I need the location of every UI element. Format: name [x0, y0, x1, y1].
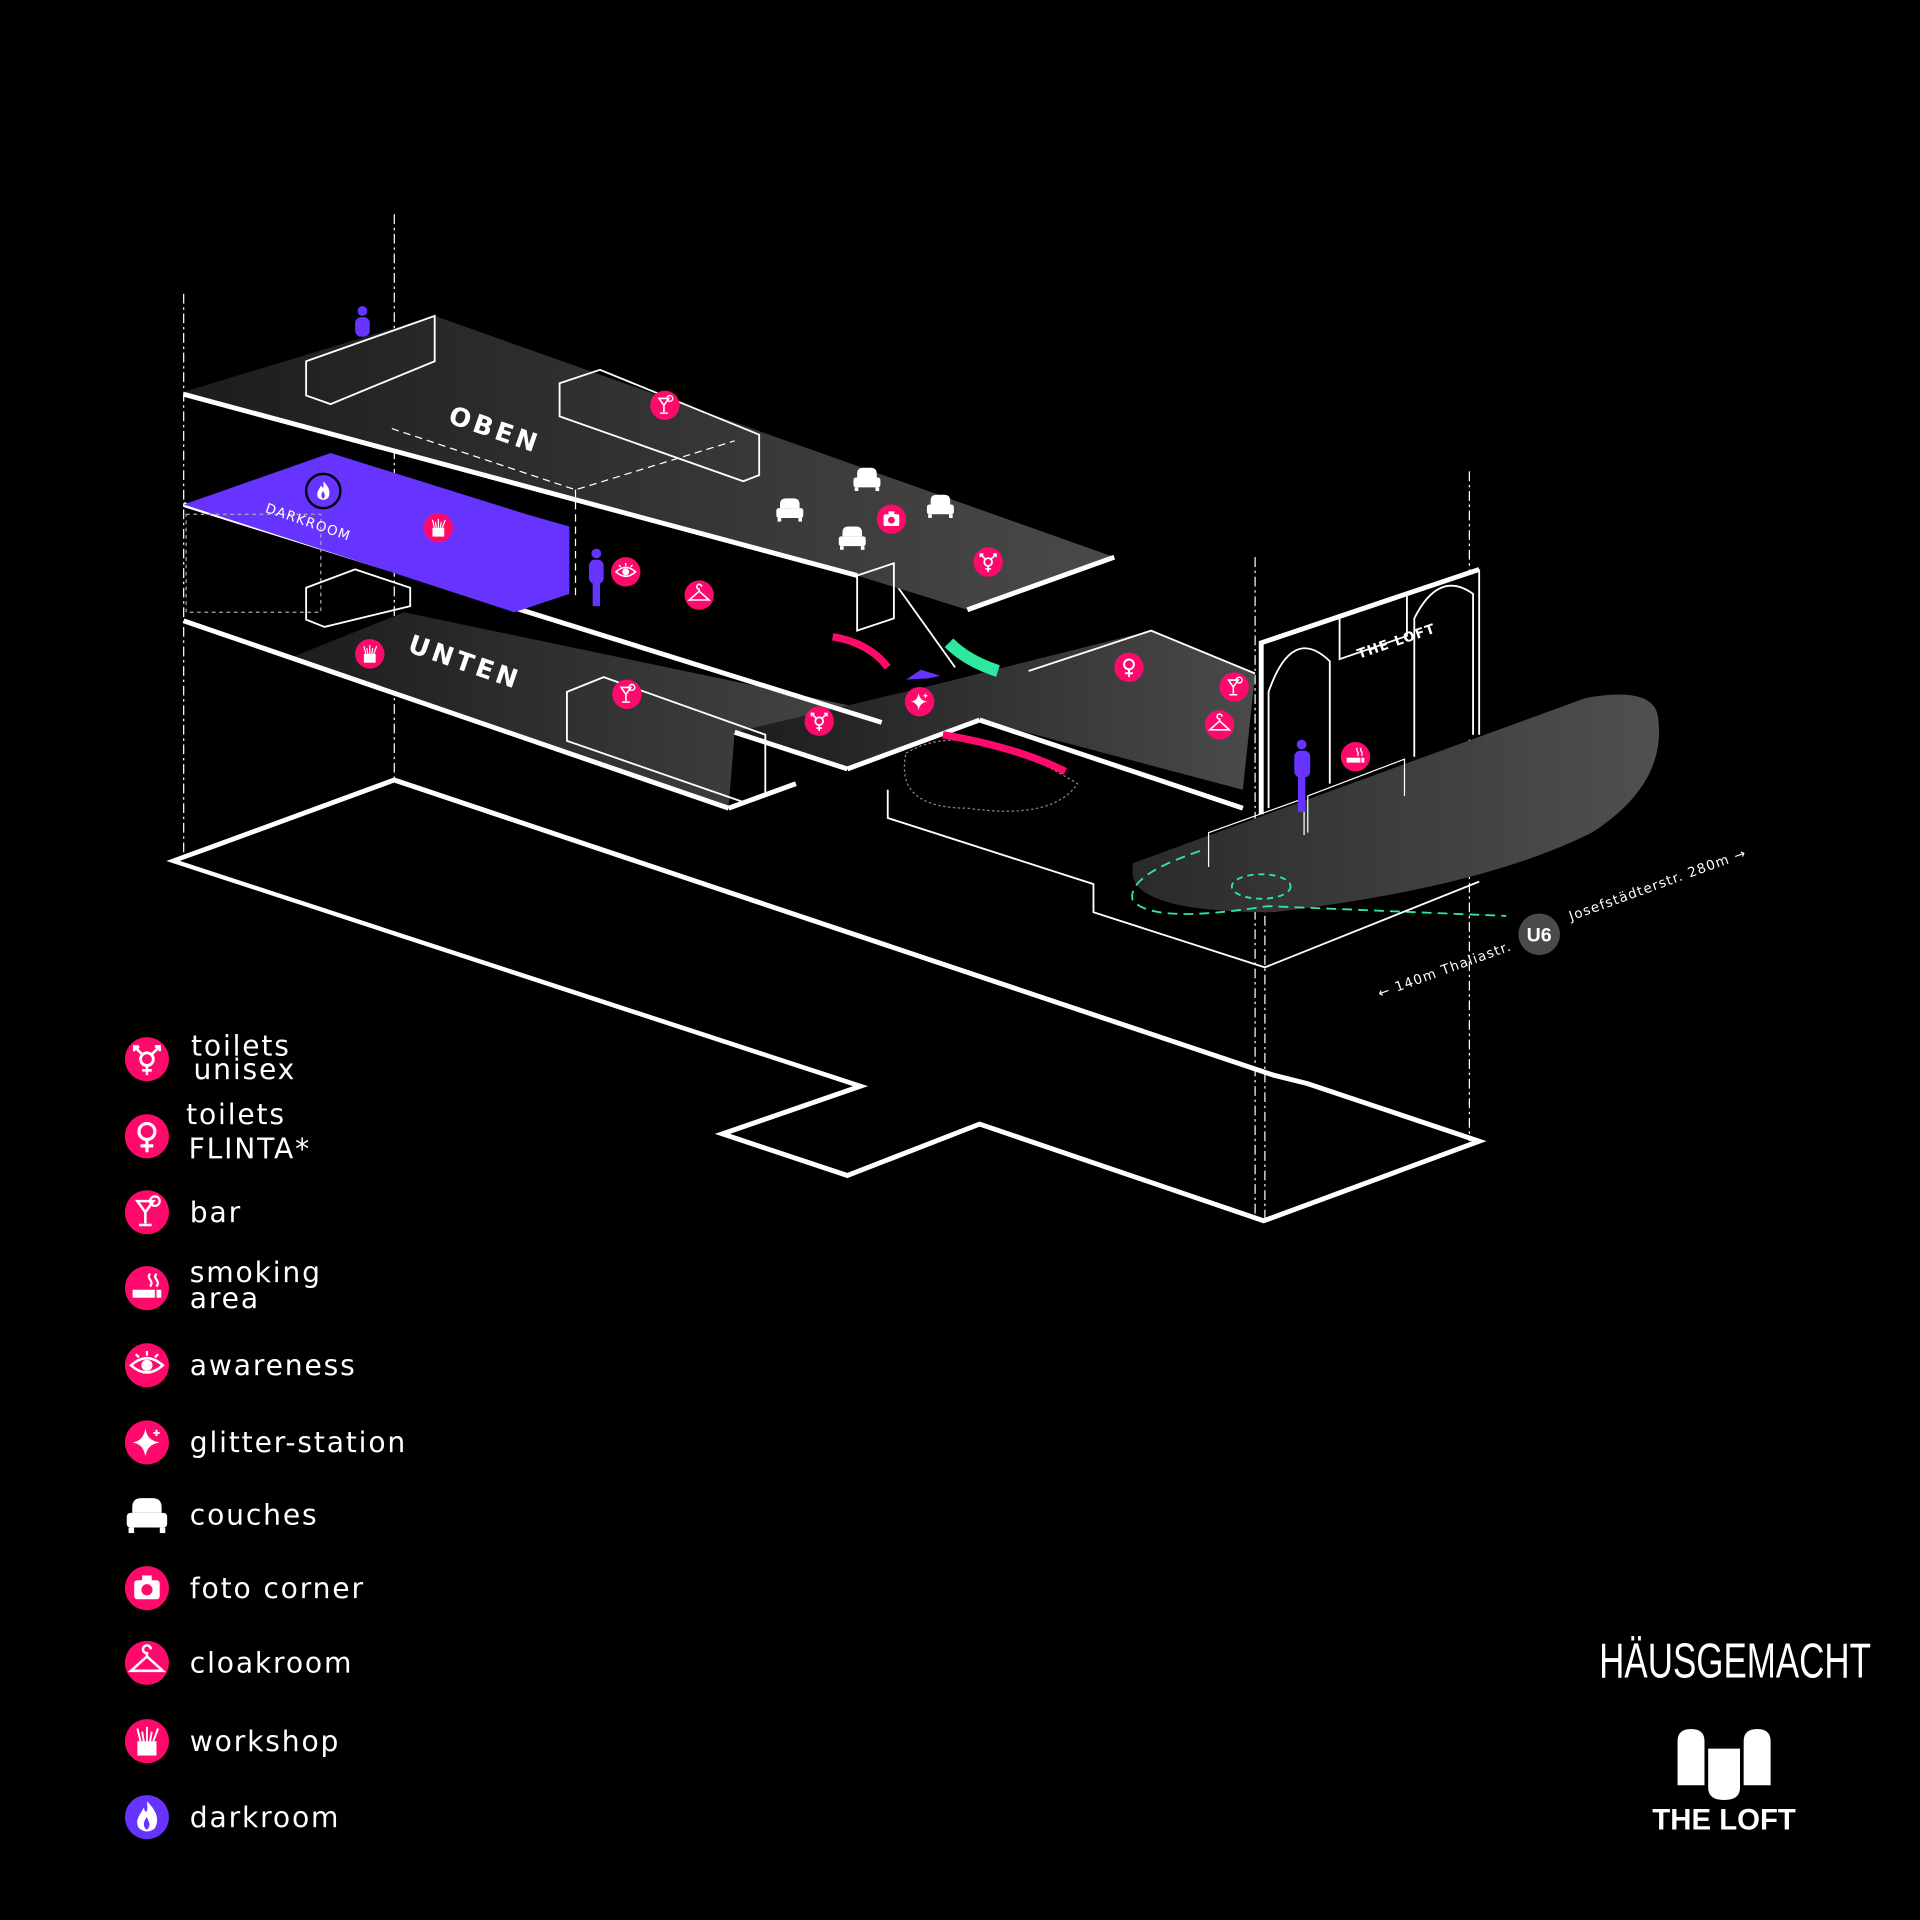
map-pins [304, 390, 1371, 772]
couch-icon [126, 1498, 168, 1534]
svg-text:THE LOFT: THE LOFT [1652, 1803, 1796, 1836]
svg-text:awareness: awareness [190, 1349, 357, 1382]
svg-text:unisex: unisex [193, 1053, 296, 1086]
legend-item-couches: couches [126, 1498, 319, 1534]
svg-text:smoking: smoking [190, 1256, 322, 1289]
darkroom-pin [304, 472, 342, 510]
direction-thaliastr: ← 140m Thaliastr. [1376, 939, 1514, 1001]
bar-pin [612, 679, 642, 709]
svg-text:couches: couches [190, 1498, 319, 1531]
legend-item-bar: bar [124, 1190, 242, 1235]
building-footprint [166, 777, 1487, 1224]
bar-pin [650, 390, 680, 420]
person-icon [355, 306, 370, 337]
glitter-station-pin [904, 686, 935, 717]
hausgemacht-logo: HÄUSGEMACHT [1599, 1635, 1871, 1689]
person-icon [1294, 739, 1311, 812]
bar-pin [1219, 672, 1249, 702]
svg-text:area: area [190, 1282, 260, 1315]
unisex-toilet-pin [973, 547, 1003, 577]
svg-text:HÄUSGEMACHT: HÄUSGEMACHT [1599, 1635, 1871, 1689]
person-icon [588, 548, 604, 607]
cloakroom-pin [684, 580, 714, 610]
street-area [1132, 694, 1660, 913]
svg-text:workshop: workshop [190, 1725, 340, 1758]
dj-booth-lower [305, 568, 412, 628]
awareness-pin [611, 557, 641, 587]
people-figures [355, 306, 1311, 812]
upper-floor [182, 314, 1116, 725]
svg-text:toilets: toilets [186, 1098, 286, 1131]
entrance-facade: THE LOFT [1207, 567, 1481, 867]
svg-text:darkroom: darkroom [190, 1801, 341, 1834]
svg-text:toilets: toilets [191, 1030, 291, 1063]
foto-corner-pin [876, 504, 907, 534]
smoking-area-pin [1340, 742, 1371, 772]
legend-item-darkroom: darkroom [124, 1795, 341, 1840]
stairs-up-arrow [944, 638, 1000, 677]
legend-item-cloakroom: cloakroom [124, 1640, 353, 1685]
legend-item-workshop: workshop [124, 1719, 340, 1764]
legend-item-glitter: glitter-station [124, 1420, 407, 1465]
svg-text:glitter-station: glitter-station [190, 1426, 407, 1459]
flinta-toilet-pin [1114, 652, 1144, 683]
eye-icon [129, 1349, 165, 1374]
speakers-wall [185, 513, 322, 613]
legend-item-awareness: awareness [124, 1343, 357, 1388]
workshop-pin [355, 639, 385, 669]
svg-text:bar: bar [190, 1196, 242, 1229]
svg-text:foto corner: foto corner [190, 1572, 365, 1605]
stairs-down-arrow [942, 731, 1067, 775]
u6-label: U6 [1527, 925, 1552, 947]
direction-josefstaedterstr: Josefstädterstr. 280m → [1566, 846, 1749, 925]
the-loft-logo: THE LOFT [1652, 1728, 1796, 1836]
darkroom-area [183, 453, 570, 613]
svg-text:cloakroom: cloakroom [190, 1647, 353, 1680]
legend-item-foto: foto corner [124, 1566, 365, 1611]
svg-text:FLINTA*: FLINTA* [189, 1132, 311, 1165]
workshop-pin [423, 513, 454, 543]
cloakroom-pin [1204, 710, 1235, 740]
unisex-toilet-pin [804, 706, 834, 736]
walking-route [1131, 850, 1507, 917]
